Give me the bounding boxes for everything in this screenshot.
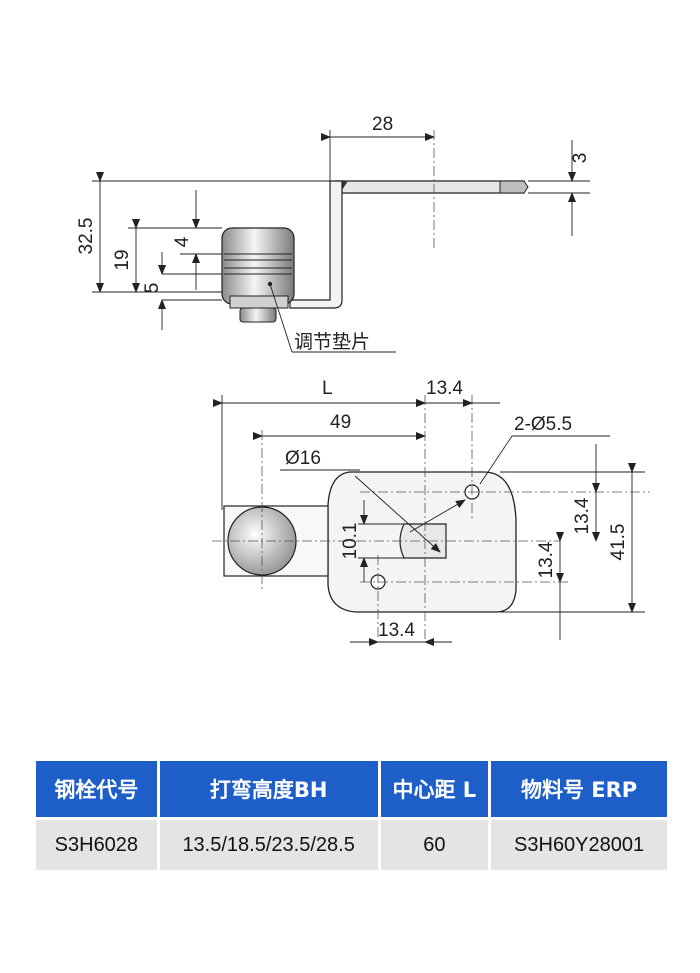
dim-hole-callout: 2-Ø5.5 bbox=[479, 414, 610, 485]
header-bolt-code: 钢栓代号 bbox=[36, 761, 157, 817]
dim-19-label: 19 bbox=[112, 249, 133, 270]
dim-phi16: Ø16 bbox=[280, 448, 360, 471]
dim-28-label: 28 bbox=[372, 114, 393, 135]
shim-callout: 调节垫片 bbox=[269, 283, 396, 353]
plan-view: L 13.4 49 2-Ø5.5 Ø16 10.1 bbox=[212, 378, 650, 646]
dim-4-label: 4 bbox=[172, 236, 193, 247]
dim-L: L bbox=[213, 378, 426, 510]
dim-3-label: 3 bbox=[570, 153, 591, 164]
dim-28: 28 bbox=[321, 114, 435, 248]
cam-bar bbox=[289, 180, 529, 309]
dim-41-5-label: 41.5 bbox=[608, 524, 629, 561]
technical-drawing: 28 3 32.5 19 4 bbox=[76, 114, 650, 646]
dim-13-4-a: 13.4 bbox=[572, 444, 600, 542]
shim-callout-label: 调节垫片 bbox=[294, 331, 370, 353]
dim-19: 19 bbox=[112, 219, 222, 293]
header-bend-height: 打弯高度BH bbox=[159, 761, 378, 817]
spec-table-header-row: 钢栓代号 打弯高度BH 中心距 L 物料号 ERP bbox=[36, 761, 667, 817]
header-erp-number: 物料号 ERP bbox=[491, 761, 667, 817]
dim-13-4-b: 13.4 bbox=[536, 532, 564, 640]
dim-32-5-label: 32.5 bbox=[76, 218, 97, 255]
dim-49-label: 49 bbox=[330, 412, 351, 433]
dim-13-4-bottom: 13.4 bbox=[350, 620, 452, 646]
dim-5-label: 5 bbox=[142, 283, 163, 294]
dim-10-1-label: 10.1 bbox=[340, 523, 361, 560]
dim-4: 4 bbox=[172, 190, 222, 290]
dim-13-4-top: 13.4 bbox=[416, 378, 500, 407]
dim-5: 5 bbox=[142, 252, 222, 330]
table-row: S3H6028 13.5/18.5/23.5/28.5 60 S3H60Y280… bbox=[36, 820, 667, 870]
dim-hole-label: 2-Ø5.5 bbox=[514, 414, 572, 435]
cell-bend-height: 13.5/18.5/23.5/28.5 bbox=[159, 820, 378, 870]
dim-49: 49 bbox=[253, 412, 426, 440]
cell-center-distance: 60 bbox=[380, 820, 489, 870]
dim-L-label: L bbox=[322, 378, 333, 399]
dim-3: 3 bbox=[528, 140, 591, 236]
dim-phi16-label: Ø16 bbox=[285, 448, 321, 469]
dim-32-5: 32.5 bbox=[76, 172, 336, 293]
cell-bolt-code: S3H6028 bbox=[36, 820, 157, 870]
spec-table: 钢栓代号 打弯高度BH 中心距 L 物料号 ERP S3H6028 13.5/1… bbox=[33, 758, 670, 873]
header-center-distance: 中心距 L bbox=[380, 761, 489, 817]
dim-13-4-b-label: 13.4 bbox=[536, 541, 557, 578]
cell-erp-number: S3H60Y28001 bbox=[491, 820, 667, 870]
side-view: 28 3 32.5 19 4 bbox=[76, 114, 591, 353]
dim-10-1: 10.1 bbox=[340, 500, 404, 582]
lock-cylinder bbox=[221, 227, 295, 323]
dim-13-4-top-label: 13.4 bbox=[426, 378, 463, 399]
dim-13-4-bottom-label: 13.4 bbox=[378, 620, 415, 641]
dim-13-4-a-label: 13.4 bbox=[572, 497, 593, 534]
dim-41-5: 41.5 bbox=[500, 463, 645, 613]
